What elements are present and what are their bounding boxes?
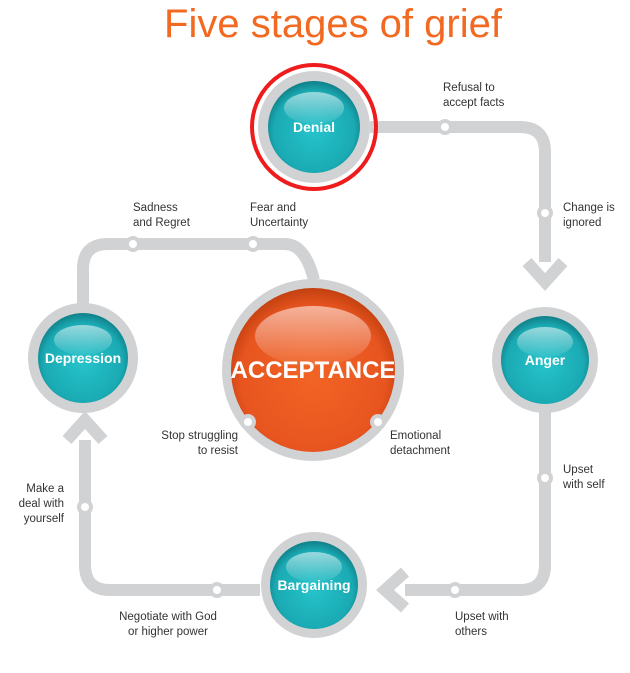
note-sadness: Sadness and Regret [133,202,191,229]
svg-text:accept facts: accept facts [443,97,505,109]
note-emotional: Emotional detachment [390,430,451,457]
svg-text:detachment: detachment [390,445,451,457]
cycle-track [77,121,551,596]
svg-text:Refusal to: Refusal to [443,82,495,94]
svg-text:Stop struggling: Stop struggling [161,430,238,442]
arrow-up-icon [62,411,108,445]
svg-text:Sadness: Sadness [133,202,178,214]
svg-text:yourself: yourself [24,513,65,525]
svg-text:others: others [455,626,487,638]
stage-bargaining: Bargaining [261,532,367,638]
note-upset-self: Upset with self [562,464,605,491]
note-change: Change is ignored [563,202,615,229]
note-upset-others: Upset with others [455,611,509,638]
note-negotiate: Negotiate with God or higher power [119,611,217,638]
stage-acceptance: ACCEPTANCE [222,279,404,461]
track-nodes [77,119,553,598]
highlight-circle [250,63,378,191]
note-refusal: Refusal to accept facts [443,82,505,109]
note-stop: Stop struggling to resist [161,430,239,457]
arrow-down-icon [522,257,568,291]
stage-depression: Depression [28,303,138,413]
svg-text:Depression: Depression [45,350,121,366]
svg-text:Denial: Denial [293,119,335,135]
arrow-left-icon [376,567,410,613]
svg-text:or higher power: or higher power [128,626,208,638]
svg-text:Make a: Make a [26,483,64,495]
diagram-title: Five stages of grief [164,2,503,46]
svg-text:Upset: Upset [563,464,594,476]
note-deal: Make a deal with yourself [19,483,65,525]
note-fear: Fear and Uncertainty [250,202,308,229]
svg-text:deal with: deal with [19,498,64,510]
svg-text:ACCEPTANCE: ACCEPTANCE [231,357,396,384]
svg-text:Uncertainty: Uncertainty [250,217,308,229]
svg-text:Change is: Change is [563,202,615,214]
svg-text:Negotiate with God: Negotiate with God [119,611,217,623]
svg-text:Bargaining: Bargaining [277,577,350,593]
stage-denial: Denial [250,63,378,191]
svg-text:Emotional: Emotional [390,430,441,442]
svg-text:Upset with: Upset with [455,611,509,623]
svg-text:Fear and: Fear and [250,202,296,214]
svg-text:with self: with self [562,479,605,491]
arrow-heads [62,257,568,613]
svg-text:Anger: Anger [525,352,566,368]
stage-anger: Anger [492,307,598,413]
svg-text:ignored: ignored [563,217,601,229]
svg-text:to resist: to resist [198,445,239,457]
svg-text:and Regret: and Regret [133,217,191,229]
